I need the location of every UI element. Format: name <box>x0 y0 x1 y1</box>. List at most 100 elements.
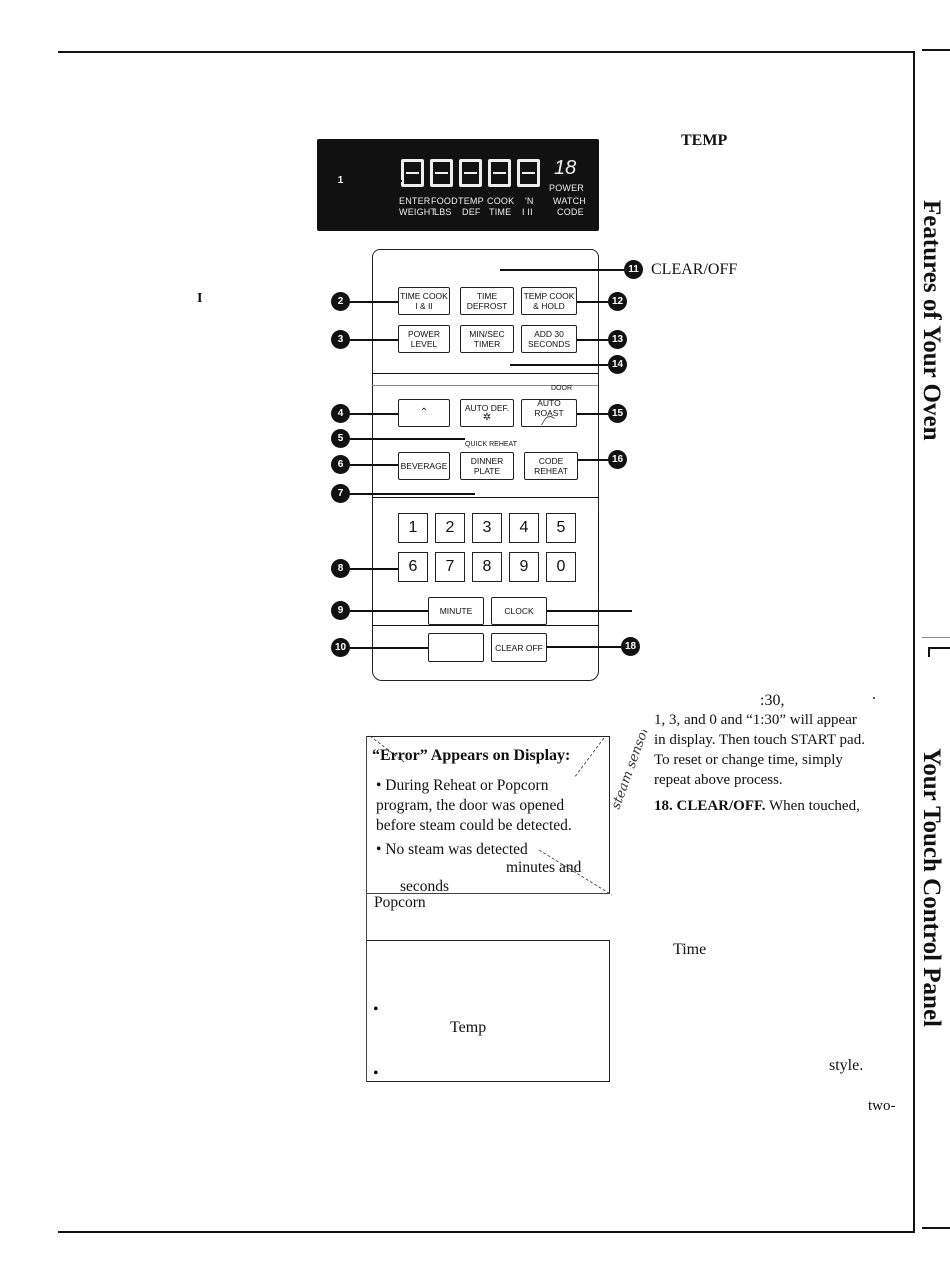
time-cook-pad[interactable]: TIME COOK I & II <box>398 287 450 315</box>
tab-divider-3 <box>928 647 930 657</box>
number-key-7[interactable]: 7 <box>435 552 465 582</box>
leader-line <box>510 364 608 366</box>
leader-line <box>350 464 398 466</box>
digit-4 <box>488 159 511 187</box>
error-line: program, the door was opened <box>376 797 565 814</box>
panel-divider <box>372 625 598 627</box>
style-word: style. <box>829 1057 864 1074</box>
dot-fragment: . <box>872 686 876 703</box>
leader-line-clock <box>547 610 632 612</box>
leader-line <box>350 180 402 182</box>
box-left-edge <box>366 736 367 1082</box>
auto-roast-pad[interactable]: AUTO ROAST⁄⌒ <box>521 398 577 428</box>
leader-line <box>350 568 398 570</box>
leader-line <box>350 610 428 612</box>
add-30-seconds-pad[interactable]: ADD 30 SECONDS <box>521 325 577 353</box>
callout-8: 8 <box>331 559 350 578</box>
leader-line <box>578 459 608 461</box>
display-label: FOOD <box>431 196 458 206</box>
minute-pad[interactable]: MINUTE <box>428 597 484 625</box>
error-title: “Error” Appears on Display: <box>372 747 571 764</box>
number-key-2[interactable]: 2 <box>435 513 465 543</box>
display-label: COOK <box>487 196 515 206</box>
error-line: Popcorn <box>374 894 426 911</box>
digit-1 <box>401 159 424 187</box>
time-fragment: :30, <box>760 692 785 709</box>
temp-cook-hold-pad[interactable]: TEMP COOK & HOLD <box>521 287 577 315</box>
tab-divider <box>922 637 950 638</box>
leader-line <box>350 301 398 303</box>
panel-divider <box>372 497 598 499</box>
number-key-5[interactable]: 5 <box>546 513 576 543</box>
leader-line <box>350 493 475 495</box>
number-key-8[interactable]: 8 <box>472 552 502 582</box>
number-key-0[interactable]: 0 <box>546 552 576 582</box>
callout-18: 18 <box>621 637 640 656</box>
item-18-heading: 18. CLEAR/OFF. <box>654 798 766 814</box>
panel-divider <box>372 385 598 386</box>
handwriting-scribble: steam sensor <box>369 730 653 896</box>
callout-3: 3 <box>331 330 350 349</box>
time-defrost-pad[interactable]: TIME DEFROST <box>460 287 514 315</box>
bottom-rule-tab <box>922 1227 950 1229</box>
min-sec-timer-pad[interactable]: MIN/SEC TIMER <box>460 325 514 353</box>
leader-line <box>577 339 608 341</box>
info-bullet: • <box>373 1001 379 1018</box>
error-line: before steam could be detected. <box>376 817 572 834</box>
callout-5: 5 <box>331 429 350 448</box>
callout-12: 12 <box>608 292 627 311</box>
power-level-pad[interactable]: POWER LEVEL <box>398 325 450 353</box>
body-line: repeat above process. <box>654 772 783 788</box>
number-key-9[interactable]: 9 <box>509 552 539 582</box>
digit-5 <box>517 159 540 187</box>
clear-off-pad[interactable]: CLEAR OFF <box>491 633 547 662</box>
auto-defrost-pad[interactable]: AUTO DEF.✲ <box>460 399 514 427</box>
body-line: To reset or change time, simply <box>654 752 843 768</box>
clock-pad[interactable]: CLOCK <box>491 597 547 625</box>
roman-one: I <box>197 291 203 306</box>
error-box <box>366 736 610 894</box>
popcorn-pad[interactable]: ⌃ <box>398 399 450 427</box>
start-pad[interactable] <box>428 633 484 662</box>
item-18: 18. CLEAR/OFF. When touched, <box>654 796 860 816</box>
clear-off-heading: CLEAR/OFF <box>651 261 738 278</box>
display-label: 'N <box>525 196 534 206</box>
callout-2: 2 <box>331 292 350 311</box>
display-label: TIME <box>489 207 512 217</box>
leader-line <box>547 646 621 648</box>
tab-divider-2 <box>928 647 950 649</box>
display-label: LBS <box>434 207 452 217</box>
error-line: minutes and <box>506 859 582 876</box>
display-label: I II <box>522 207 533 217</box>
error-line: • During Reheat or Popcorn <box>376 777 549 794</box>
error-line: • No steam was detected <box>376 841 528 858</box>
body-line: in display. Then touch START pad. <box>654 732 865 748</box>
number-key-6[interactable]: 6 <box>398 552 428 582</box>
leader-line <box>350 413 398 415</box>
callout-14: 14 <box>608 355 627 374</box>
side-tab-touch-panel: Your Touch Control Panel <box>918 748 945 1028</box>
beverage-pad[interactable]: BEVERAGE <box>398 452 450 480</box>
display-small-digits: 18 <box>554 157 577 179</box>
callout-10: 10 <box>331 638 350 657</box>
dinner-plate-pad[interactable]: DINNER PLATE <box>460 452 514 480</box>
callout-9: 9 <box>331 601 350 620</box>
display-label: WEIGHT <box>399 207 437 217</box>
quick-reheat-label: QUICK REHEAT <box>465 441 517 448</box>
display-label: ENTER <box>399 196 431 206</box>
callout-4: 4 <box>331 404 350 423</box>
number-key-4[interactable]: 4 <box>509 513 539 543</box>
code-reheat-pad[interactable]: CODE REHEAT <box>524 452 578 480</box>
handwriting-note: steam sensor <box>609 730 653 811</box>
display-label: WATCH <box>553 196 586 206</box>
display-panel: 18 POWER ENTER FOOD TEMP COOK 'N WATCH W… <box>317 139 599 231</box>
top-rule-tab <box>922 49 950 51</box>
leader-line <box>350 647 428 649</box>
temp-heading: TEMP <box>681 132 728 149</box>
time-word: Time <box>673 941 707 958</box>
display-power: POWER <box>549 183 585 193</box>
number-key-1[interactable]: 1 <box>398 513 428 543</box>
auto-defrost-label: AUTO DEF. <box>464 403 510 413</box>
number-key-3[interactable]: 3 <box>472 513 502 543</box>
auto-roast-label: AUTO ROAST <box>534 398 564 418</box>
